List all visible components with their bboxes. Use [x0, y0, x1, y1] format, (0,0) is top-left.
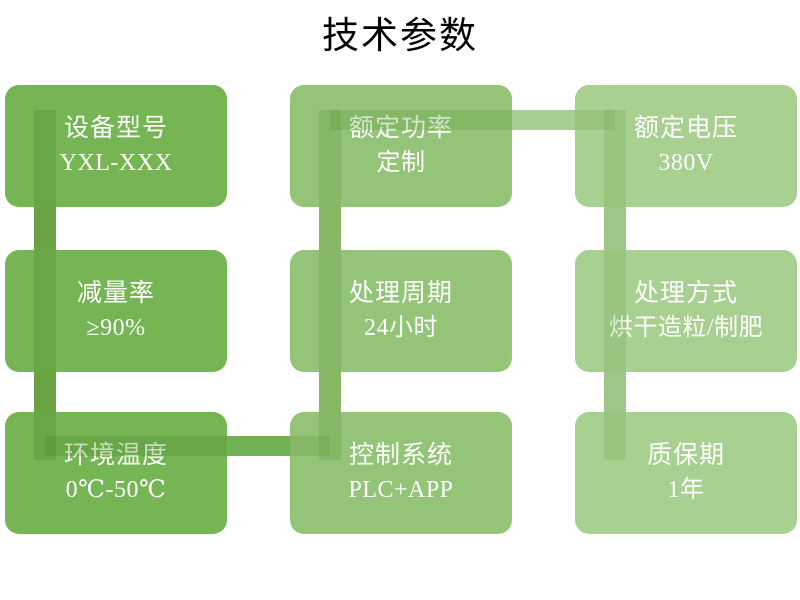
- spec-label: 处理周期: [348, 280, 453, 307]
- spec-value: 定制: [376, 150, 426, 176]
- spec-value: 1年: [667, 477, 705, 503]
- spec-card-model[interactable]: 设备型号 YXL-XXX: [5, 85, 227, 207]
- spec-value: YXL-XXX: [59, 150, 173, 176]
- spec-label: 控制系统: [348, 442, 453, 469]
- spec-value: 0℃-50℃: [65, 477, 167, 503]
- spec-label: 额定电压: [633, 115, 738, 142]
- spec-card-warranty[interactable]: 质保期 1年: [575, 412, 797, 534]
- spec-label: 环境温度: [63, 442, 168, 469]
- spec-card-rated-power[interactable]: 额定功率 定制: [290, 85, 512, 207]
- spec-card-ambient-temperature[interactable]: 环境温度 0℃-50℃: [5, 412, 227, 534]
- spec-value: ≥90%: [86, 315, 146, 341]
- spec-value: 380V: [658, 150, 714, 176]
- spec-label: 额定功率: [348, 115, 453, 142]
- spec-card-processing-method[interactable]: 处理方式 烘干造粒/制肥: [575, 250, 797, 372]
- spec-value: PLC+APP: [348, 477, 454, 503]
- spec-card-control-system[interactable]: 控制系统 PLC+APP: [290, 412, 512, 534]
- page-title: 技术参数: [322, 16, 478, 57]
- spec-label: 减量率: [76, 280, 155, 307]
- spec-label: 设备型号: [63, 115, 168, 142]
- spec-label: 质保期: [646, 442, 725, 469]
- spec-card-rated-voltage[interactable]: 额定电压 380V: [575, 85, 797, 207]
- spec-card-reduction-rate[interactable]: 减量率 ≥90%: [5, 250, 227, 372]
- spec-label: 处理方式: [633, 280, 738, 307]
- spec-value: 烘干造粒/制肥: [608, 315, 764, 341]
- spec-card-processing-cycle[interactable]: 处理周期 24小时: [290, 250, 512, 372]
- spec-value: 24小时: [364, 315, 438, 341]
